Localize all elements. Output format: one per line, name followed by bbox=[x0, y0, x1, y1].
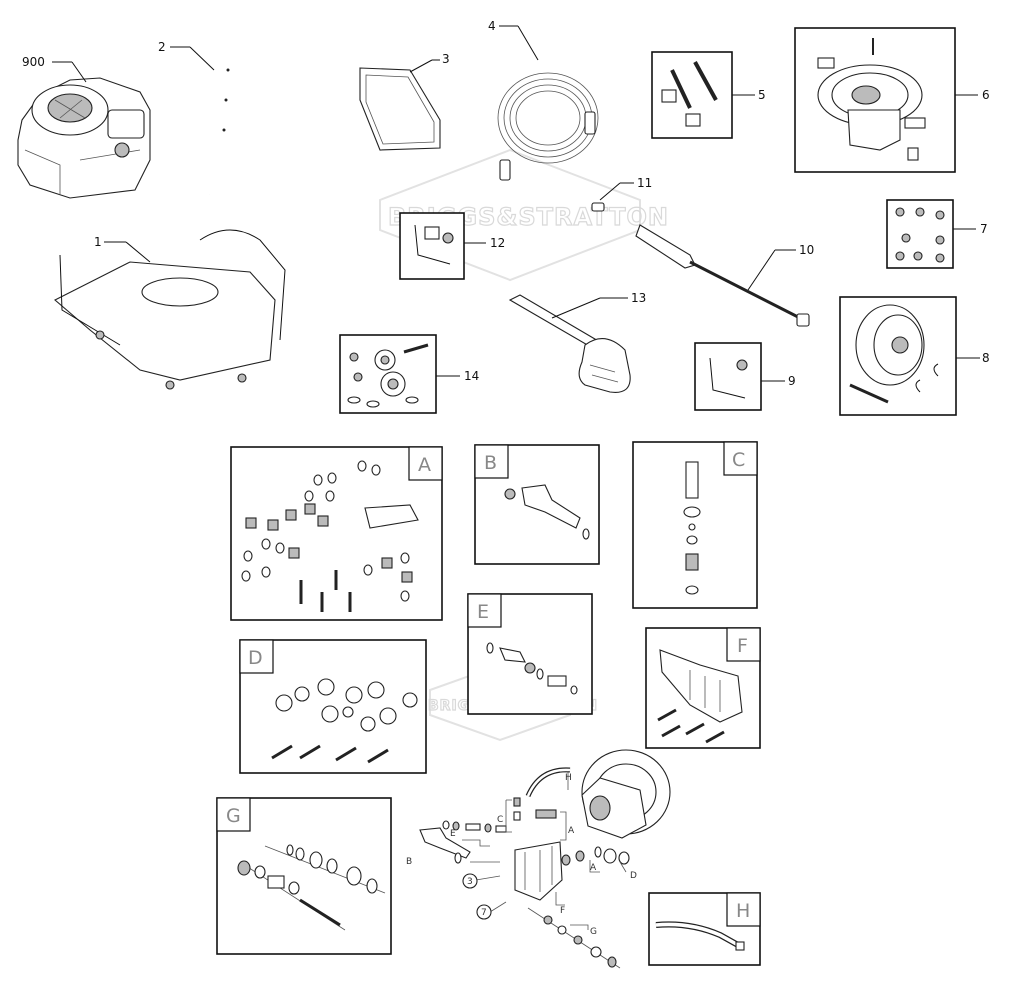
kit-label-H: H bbox=[736, 900, 750, 922]
callout-14: 14 bbox=[464, 369, 479, 383]
kit-label-A: A bbox=[418, 454, 431, 476]
part-hose bbox=[497, 72, 599, 181]
part-handle bbox=[207, 34, 302, 240]
exploded-label-E: E bbox=[450, 829, 456, 839]
kit-box-12 bbox=[399, 212, 465, 280]
exploded-label-C: C bbox=[497, 815, 503, 825]
exploded-label-B: B bbox=[406, 857, 412, 867]
callout-3: 3 bbox=[442, 52, 450, 66]
callout-12: 12 bbox=[490, 236, 505, 250]
callout-9: 9 bbox=[788, 374, 796, 388]
kit-label-E: E bbox=[477, 601, 489, 623]
part-wheel bbox=[849, 304, 939, 404]
exploded-label-D: D bbox=[630, 871, 637, 881]
part-nozzle-11 bbox=[591, 202, 605, 212]
kit-D-parts bbox=[271, 678, 418, 764]
part-pump bbox=[817, 38, 926, 161]
exploded-label-H: H bbox=[565, 773, 572, 783]
part-bearings-14 bbox=[347, 343, 429, 408]
kit-label-G: G bbox=[226, 805, 241, 827]
exploded-label-A-upper: A bbox=[568, 826, 575, 836]
part-panel bbox=[359, 67, 441, 151]
callout-11: 11 bbox=[637, 176, 652, 190]
callout-6: 6 bbox=[982, 88, 990, 102]
part-engine bbox=[17, 77, 151, 199]
kit-tag-H bbox=[726, 892, 761, 927]
callout-10: 10 bbox=[799, 243, 814, 257]
part-gun bbox=[508, 294, 631, 393]
callout-2: 2 bbox=[158, 40, 166, 54]
kit-tag-C bbox=[723, 441, 758, 476]
kit-tag-F bbox=[726, 627, 761, 662]
kit-B-parts bbox=[504, 484, 590, 540]
part-hardware-7 bbox=[895, 207, 945, 263]
callout-13: 13 bbox=[631, 291, 646, 305]
exploded-ref-7: 7 bbox=[481, 908, 487, 918]
callout-7: 7 bbox=[980, 222, 988, 236]
kit-F-parts bbox=[657, 649, 743, 744]
exploded-pump-view bbox=[419, 749, 671, 969]
kit-H-parts bbox=[655, 921, 745, 951]
exploded-ref-3: 3 bbox=[467, 877, 473, 887]
part-axle-9 bbox=[709, 357, 748, 399]
part-fasteners-5 bbox=[661, 61, 718, 127]
kit-label-C: C bbox=[732, 449, 745, 471]
kit-tag-B bbox=[474, 444, 509, 479]
kit-box-9 bbox=[694, 342, 762, 411]
callout-4: 4 bbox=[488, 19, 496, 33]
kit-G-parts bbox=[237, 844, 386, 931]
kit-label-B: B bbox=[484, 452, 497, 474]
kit-label-F: F bbox=[737, 635, 748, 657]
kit-E-parts bbox=[486, 642, 578, 695]
kit-C-parts bbox=[683, 461, 701, 595]
callout-5: 5 bbox=[758, 88, 766, 102]
kit-tag-G bbox=[216, 797, 251, 832]
exploded-label-G: G bbox=[590, 927, 597, 937]
part-frame bbox=[54, 229, 286, 390]
callout-8: 8 bbox=[982, 351, 990, 365]
callout-900: 900 bbox=[22, 55, 45, 69]
kit-tag-D bbox=[239, 639, 274, 674]
part-lance bbox=[635, 224, 810, 327]
kit-tag-E bbox=[467, 593, 502, 628]
callout-1: 1 bbox=[94, 235, 102, 249]
part-bolts-12 bbox=[414, 224, 454, 265]
kit-tag-A bbox=[408, 446, 443, 481]
exploded-label-A-lower: A bbox=[590, 863, 597, 873]
exploded-label-F: F bbox=[560, 906, 565, 916]
kit-label-D: D bbox=[248, 647, 263, 669]
kit-A-parts bbox=[241, 460, 419, 612]
